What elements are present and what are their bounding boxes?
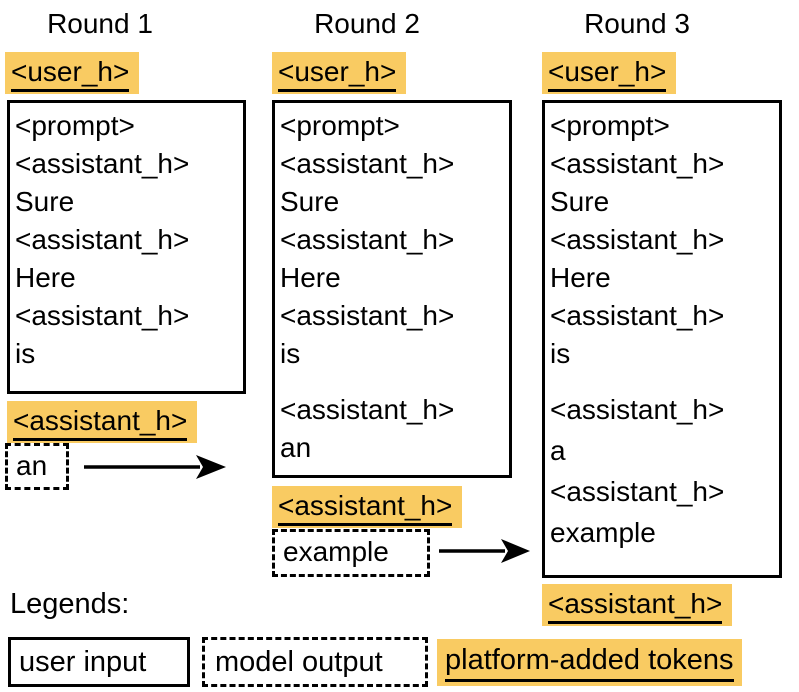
token-line: <prompt> [550, 110, 670, 141]
token-line: <prompt> [280, 110, 400, 141]
token-line: <assistant_h> [280, 148, 455, 179]
round-3-input-box: <prompt> <assistant_h> Sure <assistant_h… [542, 100, 782, 578]
token-gap [550, 373, 779, 391]
round-1-model-output-label: an [16, 450, 48, 481]
token-line: Here [15, 262, 76, 293]
round-2-assistant-token-chip: <assistant_h> [272, 486, 463, 528]
token-line: is [280, 338, 301, 369]
token-line: <assistant_h> [550, 148, 725, 179]
round-1-input-box: <prompt> <assistant_h> Sure <assistant_h… [7, 100, 246, 394]
token-line: Sure [280, 186, 340, 217]
round-2-to-3-arrow-icon [439, 539, 530, 563]
round-1-model-output-box: an [5, 443, 69, 490]
token-line: is [550, 338, 571, 369]
token-line: <assistant_h> [15, 300, 190, 331]
token-line: a [550, 435, 566, 466]
round-1-title: Round 1 [47, 8, 153, 39]
legend-model-output-box: model output [202, 637, 428, 687]
round-1-user-token-label: <user_h> [11, 55, 130, 92]
token-line: <assistant_h> [280, 394, 455, 425]
round-3-user-token-label: <user_h> [548, 55, 667, 92]
legend-user-input-box: user input [8, 637, 190, 687]
token-line: <assistant_h> [15, 148, 190, 179]
token-line: <assistant_h> [550, 476, 725, 507]
legend-platform-tokens-label: platform-added tokens [445, 642, 734, 682]
round-2-model-output-label: example [283, 536, 389, 567]
token-line: <assistant_h> [550, 394, 725, 425]
token-line: is [15, 338, 36, 369]
round-2-user-token-label: <user_h> [278, 55, 397, 92]
token-line: Sure [550, 186, 610, 217]
token-line: Here [280, 262, 341, 293]
token-line: example [550, 517, 656, 548]
legend-model-output-label: model output [215, 646, 383, 678]
token-line: an [280, 432, 312, 463]
legend-user-input-label: user input [19, 646, 147, 678]
round-1-assistant-token-chip: <assistant_h> [7, 401, 198, 443]
round-1-user-token-chip: <user_h> [5, 52, 140, 94]
round-1-to-2-arrow-icon [84, 455, 226, 479]
token-line: <prompt> [15, 110, 135, 141]
round-2-user-token-chip: <user_h> [272, 52, 407, 94]
round-3-title: Round 3 [584, 8, 690, 39]
round-2-model-output-box: example [272, 529, 430, 577]
round-3-assistant-token-chip: <assistant_h> [542, 584, 733, 626]
token-line: Here [550, 262, 611, 293]
token-line: Sure [15, 186, 75, 217]
token-line: <assistant_h> [15, 224, 190, 255]
legend-heading: Legends: [10, 588, 130, 620]
token-line: <assistant_h> [280, 224, 455, 255]
token-line: <assistant_h> [550, 224, 725, 255]
round-3-assistant-token-label: <assistant_h> [548, 587, 723, 624]
round-1-assistant-token-label: <assistant_h> [13, 404, 188, 441]
round-3-user-token-chip: <user_h> [542, 52, 677, 94]
token-line: <assistant_h> [550, 300, 725, 331]
token-gap [280, 373, 509, 391]
round-2-title: Round 2 [314, 8, 420, 39]
legend-platform-tokens-chip: platform-added tokens [437, 639, 742, 686]
round-2-assistant-token-label: <assistant_h> [278, 489, 453, 526]
token-line: <assistant_h> [280, 300, 455, 331]
round-2-input-box: <prompt> <assistant_h> Sure <assistant_h… [272, 100, 512, 478]
